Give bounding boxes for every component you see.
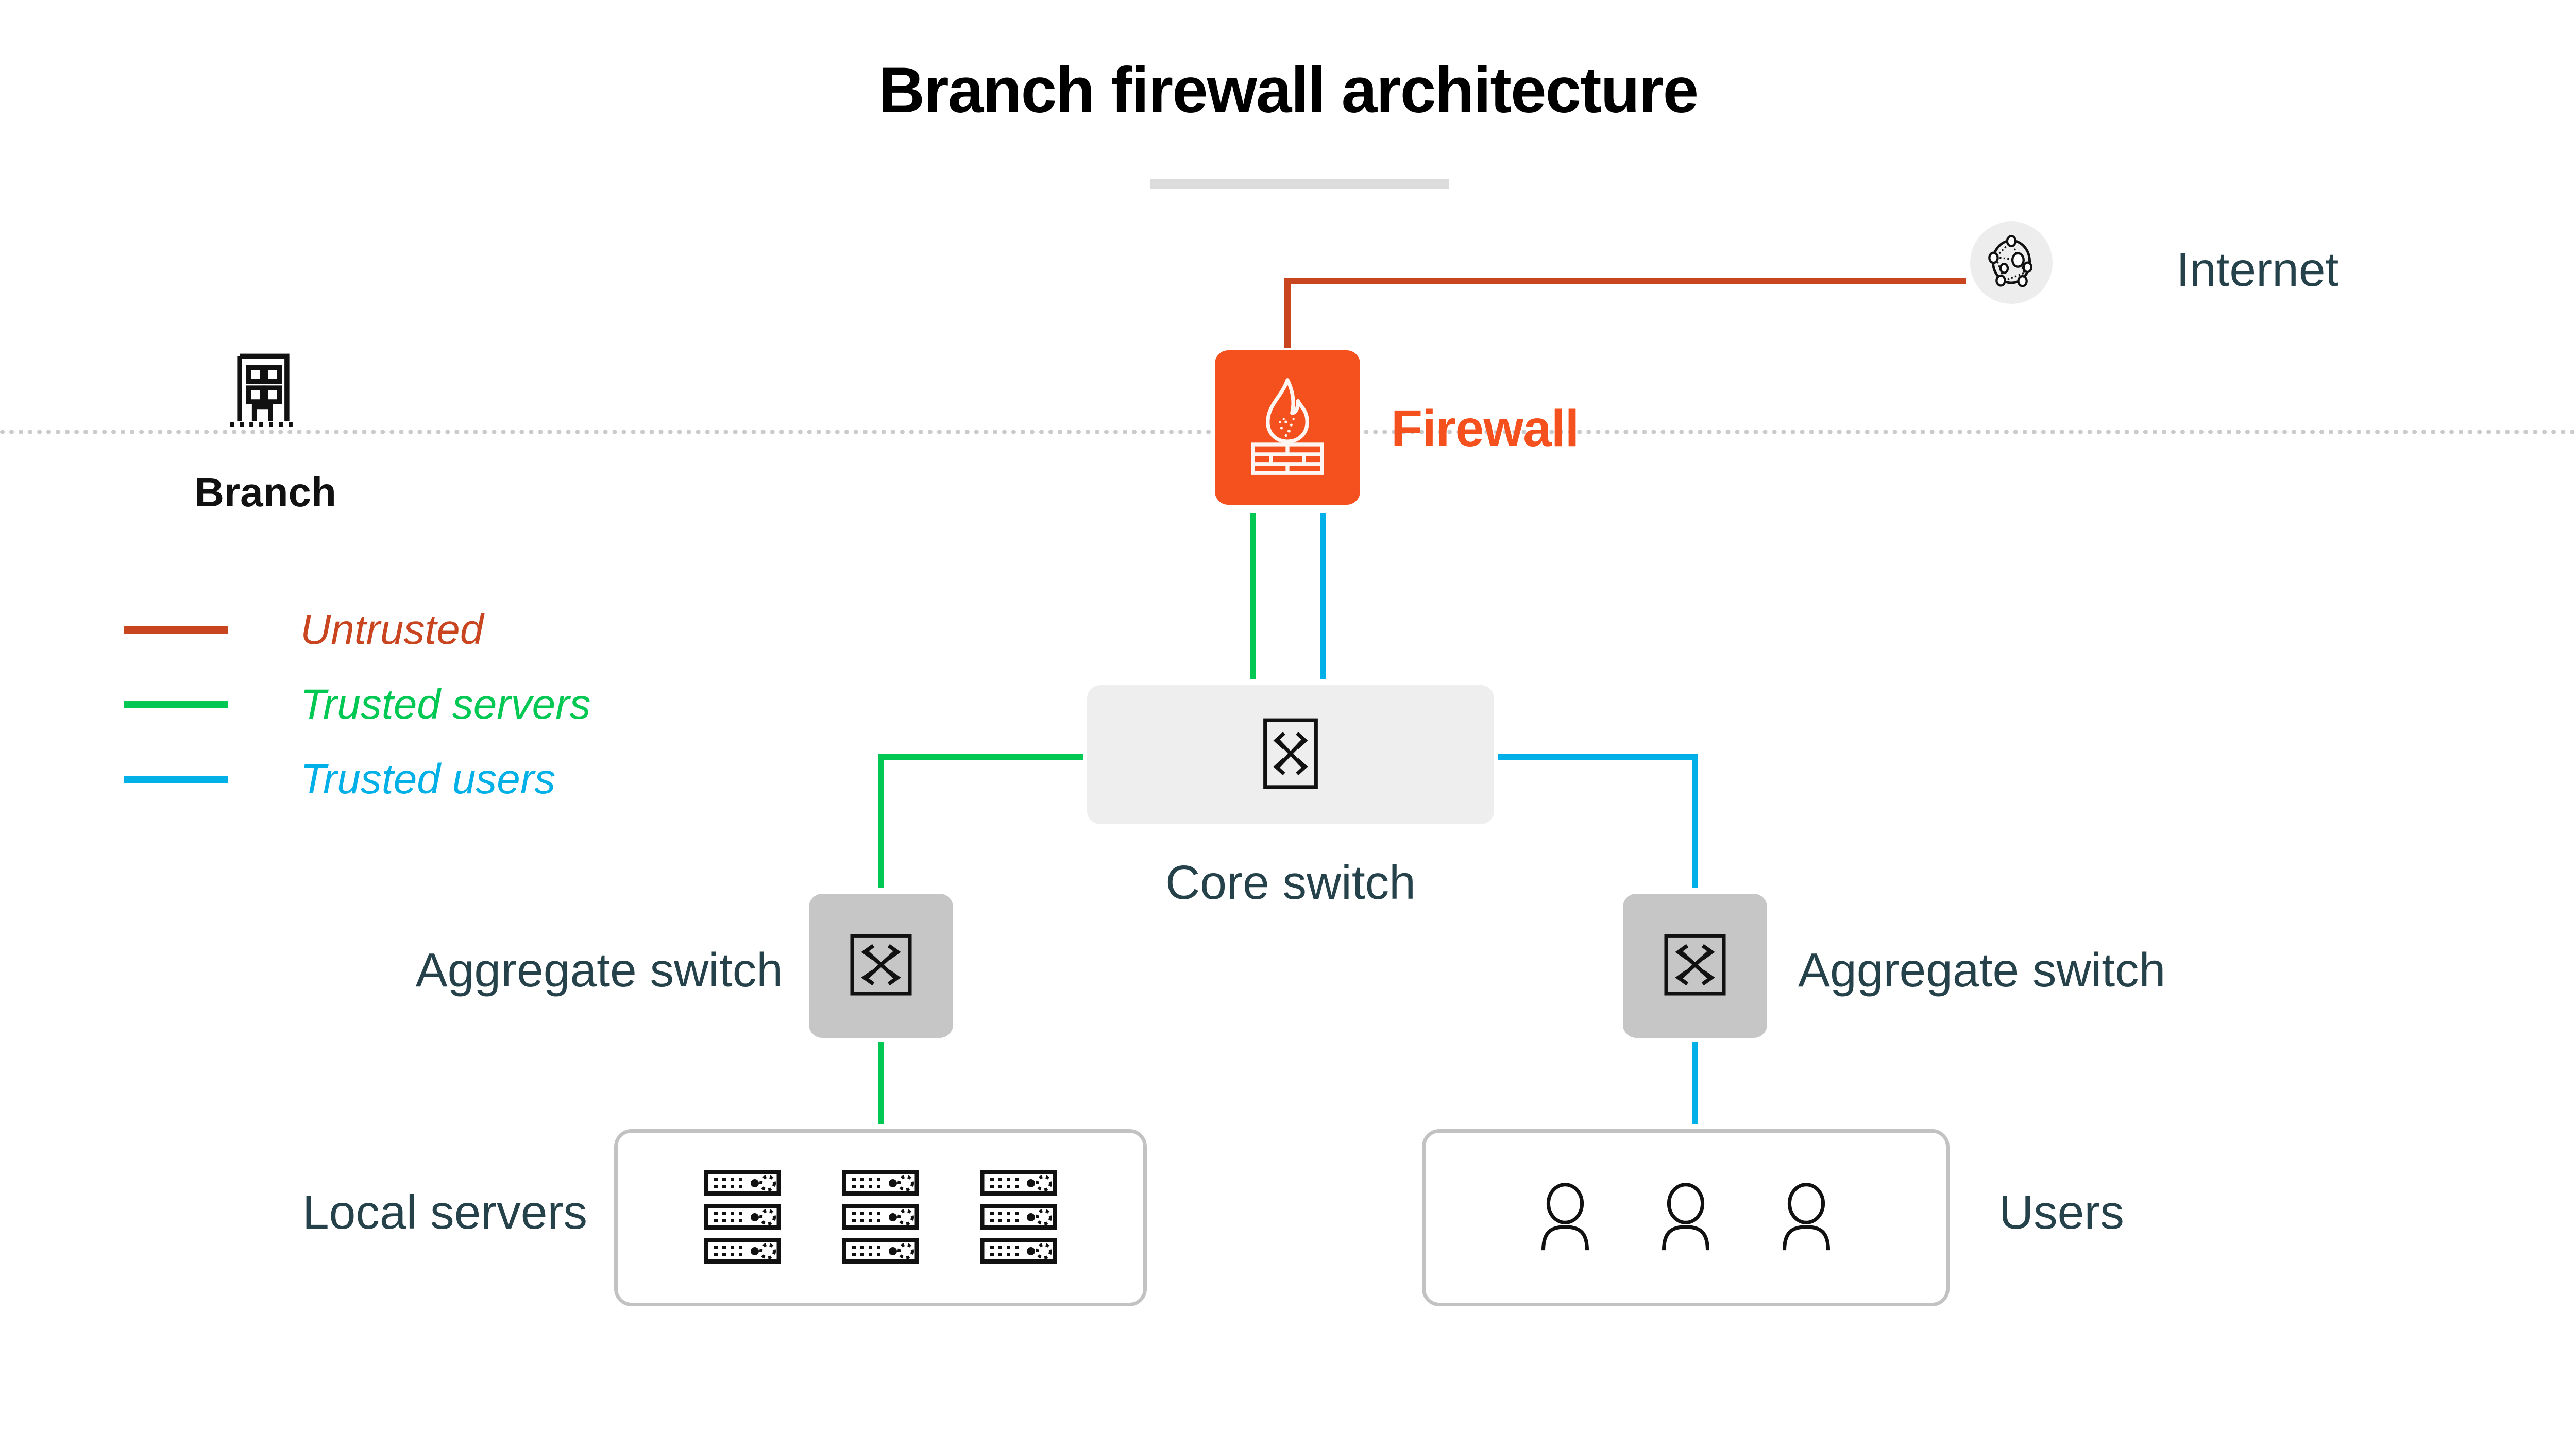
server-stack — [979, 1169, 1058, 1266]
node-local-servers[interactable] — [614, 1129, 1147, 1306]
node-local-servers-label: Local servers — [302, 1185, 587, 1239]
legend: Untrusted Trusted servers Trusted users — [124, 592, 591, 816]
globe-network-icon — [1984, 234, 2039, 292]
office-building-icon — [218, 351, 308, 436]
link-firewall-internet — [1284, 278, 1966, 348]
server-rack-icon — [979, 1237, 1058, 1266]
server-rack-icon — [703, 1169, 782, 1198]
link-core-agg-left — [878, 754, 1083, 888]
node-aggregate-switch-left-label: Aggregate switch — [415, 943, 783, 997]
server-rack-icon — [841, 1237, 920, 1266]
link-core-agg-right — [1498, 754, 1698, 888]
user-person-icon — [1776, 1182, 1836, 1254]
node-aggregate-switch-right[interactable] — [1623, 894, 1767, 1038]
legend-item-untrusted[interactable]: Untrusted — [124, 592, 591, 667]
server-rack-icon — [979, 1169, 1058, 1198]
line-swatch-icon — [124, 775, 228, 783]
firewall-flame-brick-icon — [1242, 376, 1333, 480]
node-branch[interactable] — [218, 353, 308, 431]
node-core-switch[interactable] — [1087, 685, 1494, 824]
server-rack-icon — [841, 1169, 920, 1198]
node-users-label: Users — [1999, 1185, 2124, 1239]
network-switch-icon — [1663, 933, 1727, 999]
title-divider — [1150, 179, 1449, 189]
server-stack — [703, 1169, 782, 1266]
node-internet[interactable] — [1970, 221, 2053, 304]
node-aggregate-switch-left[interactable] — [809, 894, 953, 1038]
node-firewall-label: Firewall — [1391, 400, 1579, 457]
legend-item-trusted-users[interactable]: Trusted users — [124, 742, 591, 816]
line-swatch-icon — [124, 701, 228, 708]
legend-item-label: Trusted users — [300, 755, 556, 803]
server-rack-icon — [703, 1203, 782, 1232]
node-firewall[interactable] — [1215, 350, 1360, 505]
server-stack — [841, 1169, 920, 1266]
network-switch-icon — [1262, 717, 1319, 793]
node-users[interactable] — [1422, 1129, 1950, 1306]
node-core-switch-label: Core switch — [1165, 856, 1416, 909]
network-switch-icon — [849, 933, 913, 999]
node-aggregate-switch-right-label: Aggregate switch — [1798, 943, 2166, 997]
server-rack-icon — [703, 1237, 782, 1266]
node-internet-label: Internet — [2176, 243, 2339, 296]
legend-item-label: Untrusted — [300, 606, 484, 653]
server-rack-icon — [979, 1203, 1058, 1232]
node-branch-label: Branch — [194, 469, 336, 515]
server-rack-icon — [841, 1203, 920, 1232]
page-title: Branch firewall architecture — [878, 55, 1699, 126]
user-person-icon — [1535, 1182, 1595, 1254]
legend-item-trusted-servers[interactable]: Trusted servers — [124, 667, 591, 742]
user-person-icon — [1656, 1182, 1716, 1254]
legend-item-label: Trusted servers — [300, 680, 591, 728]
line-swatch-icon — [124, 626, 228, 634]
